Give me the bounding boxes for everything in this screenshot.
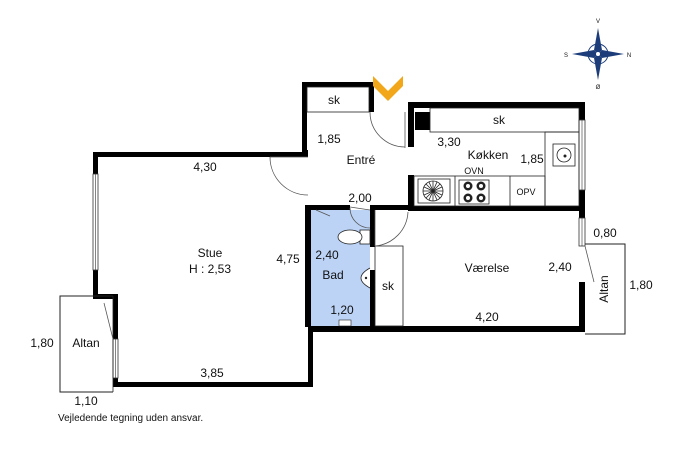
compass-s-label: S: [564, 53, 568, 59]
compass-n-label: N: [627, 53, 631, 59]
room-bad: Bad: [322, 268, 343, 282]
balcony-right: [585, 243, 626, 335]
shower-drain-icon: [338, 319, 352, 327]
dimension-4-75: 4,75: [276, 252, 300, 266]
walls: [93, 82, 585, 387]
windows: [92, 119, 586, 379]
balcony-left: [59, 295, 114, 393]
closet-room-label: sk: [382, 279, 395, 293]
room-vaerelse: Værelse: [465, 261, 510, 275]
disclaimer-text: Vejledende tegning uden ansvar.: [58, 413, 203, 424]
dimension-2-00: 2,00: [348, 191, 372, 205]
bathroom-fill: [311, 210, 370, 327]
room-entre: Entré: [347, 153, 376, 167]
dimension-3-85: 3,85: [200, 366, 224, 380]
dishwasher-label: OPV: [516, 187, 535, 197]
dimension-1-20: 1,20: [330, 303, 354, 317]
room-altan-left: Altan: [72, 336, 99, 350]
dimension-kitchen-1-85: 1,85: [520, 152, 544, 166]
partitions: [306, 86, 580, 327]
kitchen-sink-icon: [552, 143, 576, 167]
room-kokken: Køkken: [468, 148, 509, 162]
dimension-bad-2-40: 2,40: [315, 248, 339, 262]
dimension-0-80: 0,80: [593, 226, 617, 240]
closet-kitchen-label: sk: [493, 113, 506, 127]
stove-icon: [458, 179, 490, 205]
room-stue: Stue: [198, 246, 223, 260]
compass-o-label: Ø: [596, 85, 601, 91]
ventilation-fan-icon: [417, 178, 451, 204]
dimension-left-1-80: 1,80: [30, 336, 54, 350]
dimension-room-2-40: 2,40: [548, 260, 572, 274]
toilet-icon: [337, 229, 371, 245]
entrance-arrow-icon: [373, 76, 403, 101]
dimension-1-10: 1,10: [74, 394, 98, 408]
sink-icon: [360, 267, 371, 289]
oven-label: OVN: [464, 166, 484, 176]
room-altan-right: Altan: [597, 275, 611, 302]
dimension-right-1-80: 1,80: [629, 278, 653, 292]
dimension-3-30: 3,30: [437, 135, 461, 149]
dimension-entry-1-85: 1,85: [317, 132, 341, 146]
doors: [103, 111, 595, 340]
dimension-4-20: 4,20: [475, 310, 499, 324]
room-stue-height: H : 2,53: [189, 262, 231, 276]
dimension-4-30: 4,30: [193, 160, 217, 174]
closet-entry-label: sk: [328, 93, 341, 107]
compass-icon: [572, 28, 624, 80]
compass-v-label: V: [596, 19, 600, 25]
